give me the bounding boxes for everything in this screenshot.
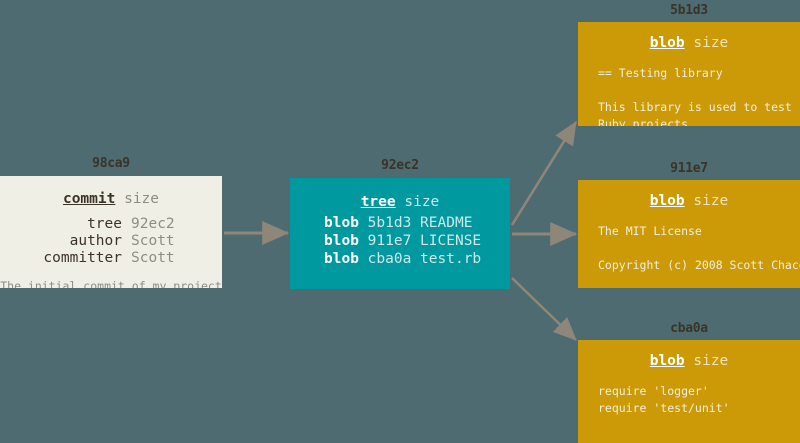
commit-field-key: tree: [87, 215, 122, 232]
edge-tree-to-blob-readme: [510, 121, 578, 226]
node-blob-readme[interactable]: blob size == Testing library This librar…: [578, 22, 800, 126]
commit-type-label: commit: [62, 191, 116, 207]
blob-test-header: blob size: [578, 354, 800, 369]
tree-entry-hash: 911e7: [367, 232, 412, 249]
blob-test-content: require 'logger' require 'test/unit' cla…: [598, 383, 730, 415]
node-tree[interactable]: tree size blob 5b1d3 README blob 911e7 L…: [290, 178, 510, 289]
blob-license-header: blob size: [578, 194, 800, 209]
tree-entry-name: LICENSE: [420, 232, 482, 249]
tree-entry-hash: cba0a: [367, 250, 412, 267]
tree-entry-type: blob: [324, 232, 359, 249]
blob-type-label: blob: [649, 353, 685, 369]
node-hash-label-blob-license: 911e7: [670, 161, 708, 176]
commit-field-committer: committer Scott: [30, 250, 222, 267]
node-hash-label-blob-readme: 5b1d3: [670, 3, 708, 18]
commit-message: The initial commit of my project: [0, 278, 222, 289]
node-hash-label-blob-test: cba0a: [670, 321, 708, 336]
node-hash-label-tree: 92ec2: [381, 158, 419, 173]
tree-entry-name: test.rb: [420, 250, 482, 267]
edge-tree-to-blob-test: [511, 277, 577, 341]
commit-field-key: committer: [43, 249, 122, 266]
tree-entries: blob 5b1d3 README blob 911e7 LICENSE blo…: [290, 214, 510, 268]
tree-entry: blob 5b1d3 README: [324, 214, 510, 232]
tree-type-label: tree: [360, 194, 396, 210]
blob-size-label: size: [693, 353, 729, 369]
node-hash-label-commit: 98ca9: [92, 156, 130, 171]
tree-size-label: size: [404, 194, 440, 210]
blob-type-label: blob: [649, 35, 685, 51]
blob-readme-content: == Testing library This library is used …: [598, 65, 792, 127]
tree-entry-type: blob: [324, 214, 359, 231]
commit-field-value: Scott: [131, 249, 175, 266]
commit-field-value: Scott: [131, 232, 175, 249]
commit-field-key: author: [69, 232, 122, 249]
node-blob-license[interactable]: blob size The MIT License Copyright (c) …: [578, 180, 800, 288]
blob-size-label: size: [693, 193, 729, 209]
commit-size-label: size: [124, 191, 160, 207]
commit-field-value: 92ec2: [131, 215, 175, 232]
blob-license-content: The MIT License Copyright (c) 2008 Scott…: [598, 223, 800, 272]
commit-field-tree: tree 92ec2: [30, 216, 222, 233]
blob-readme-header: blob size: [578, 36, 800, 51]
tree-header: tree size: [290, 195, 510, 210]
commit-header: commit size: [0, 192, 222, 207]
tree-entry: blob 911e7 LICENSE: [324, 232, 510, 250]
tree-entry-hash: 5b1d3: [367, 214, 412, 231]
node-blob-test[interactable]: blob size require 'logger' require 'test…: [578, 340, 800, 443]
tree-entry-name: README: [420, 214, 473, 231]
commit-field-author: author Scott: [30, 233, 222, 250]
blob-type-label: blob: [649, 193, 685, 209]
tree-entry: blob cba0a test.rb: [324, 250, 510, 268]
tree-entry-type: blob: [324, 250, 359, 267]
blob-size-label: size: [693, 35, 729, 51]
